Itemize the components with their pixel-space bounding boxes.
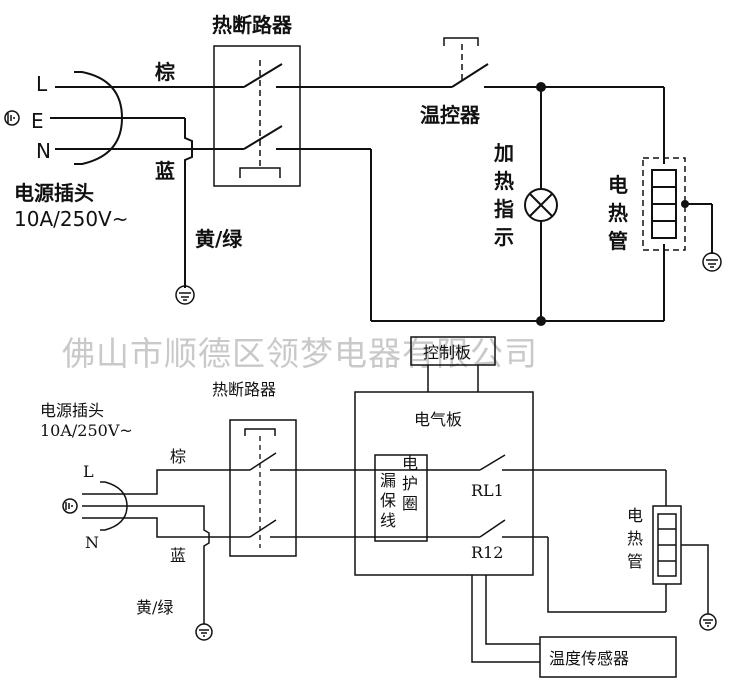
bottom-earth-symbol-plug	[62, 498, 78, 514]
bottom-heater-char-1: 电	[627, 506, 643, 525]
top-heater-char-3: 管	[608, 229, 628, 253]
pin-n-label: N	[36, 139, 51, 163]
bottom-ground-label: 黄/绿	[136, 598, 173, 617]
control-board-label: 控制板	[423, 343, 471, 362]
indicator-char-3: 指	[494, 197, 514, 221]
top-heater-char-2: 热	[608, 201, 628, 225]
bottom-heater-char-2: 热	[627, 529, 643, 548]
relay2-contact	[479, 519, 506, 538]
pin-l-label: L	[36, 72, 48, 96]
top-plug-rating: 10A/250V~	[14, 207, 128, 231]
bottom-circuit: 电源插头 10A/250V~ L N 棕 蓝 黄/绿 热断路器	[40, 336, 717, 678]
earth-wire-drop	[184, 118, 193, 288]
bottom-breaker-label: 热断路器	[212, 380, 276, 399]
top-plug-title: 电源插头	[14, 181, 94, 205]
breaker-contact-1	[243, 63, 283, 88]
electric-board-label: 电气板	[414, 410, 462, 429]
electric-board-box	[354, 391, 534, 576]
company-watermark: 佛山市顺德区领梦电器有限公司	[62, 334, 538, 373]
top-breaker-label: 热断路器	[212, 13, 293, 37]
thermostat-contact	[451, 63, 489, 88]
top-ground-symbol-heater	[702, 252, 722, 272]
indicator-lamp	[524, 188, 558, 222]
top-ground-label: 黄/绿	[195, 227, 243, 251]
coil-char-6: 圈	[402, 494, 418, 513]
coil-char-1: 漏	[380, 471, 396, 490]
coil-char-5: 护	[402, 474, 418, 493]
bottom-earth-wire	[140, 505, 210, 624]
earth-symbol-plug	[4, 110, 20, 126]
bottom-live-wire	[130, 469, 230, 495]
coil-char-2: 保	[380, 491, 396, 510]
bottom-pin-n: N	[85, 533, 99, 552]
coil-char-4: 电	[402, 454, 418, 473]
bottom-neutral-wire	[130, 517, 230, 538]
top-brown-label: 棕	[155, 60, 175, 84]
top-circuit: L E N 棕 蓝 黄/绿 电源插头 10A/250V~ 热断路器	[4, 13, 722, 326]
temp-sensor-box	[539, 636, 677, 678]
bottom-blue-label: 蓝	[170, 546, 186, 565]
leakage-coil-box	[374, 454, 428, 542]
relay1-label: RL1	[471, 481, 504, 500]
top-ground-symbol-left	[175, 285, 195, 305]
bottom-pin-l: L	[83, 462, 94, 481]
top-blue-label: 蓝	[155, 159, 175, 183]
indicator-char-1: 加	[493, 141, 514, 165]
breaker-contact-2	[243, 125, 283, 150]
thermostat-label: 温控器	[420, 103, 481, 127]
control-board-box	[410, 336, 496, 366]
pin-e-label: E	[31, 109, 44, 133]
temp-sensor-label: 温度传感器	[549, 649, 629, 668]
bottom-heater-char-3: 管	[627, 552, 643, 571]
bottom-plug-rating: 10A/250V~	[40, 421, 133, 440]
bottom-ground-symbol-heater	[699, 613, 717, 631]
top-heater-casing	[642, 157, 686, 251]
top-breaker-box	[213, 45, 301, 187]
bottom-ground-symbol-left	[195, 623, 213, 641]
indicator-char-4: 示	[494, 225, 514, 249]
bottom-brown-label: 棕	[170, 447, 186, 466]
relay1-contact	[479, 454, 506, 471]
bottom-plug-title: 电源插头	[40, 401, 104, 420]
indicator-char-2: 热	[494, 169, 514, 193]
relay2-label: R12	[471, 543, 503, 562]
bottom-breaker-box	[229, 419, 297, 557]
coil-char-3: 线	[380, 511, 396, 530]
top-heater-char-1: 电	[608, 173, 628, 197]
